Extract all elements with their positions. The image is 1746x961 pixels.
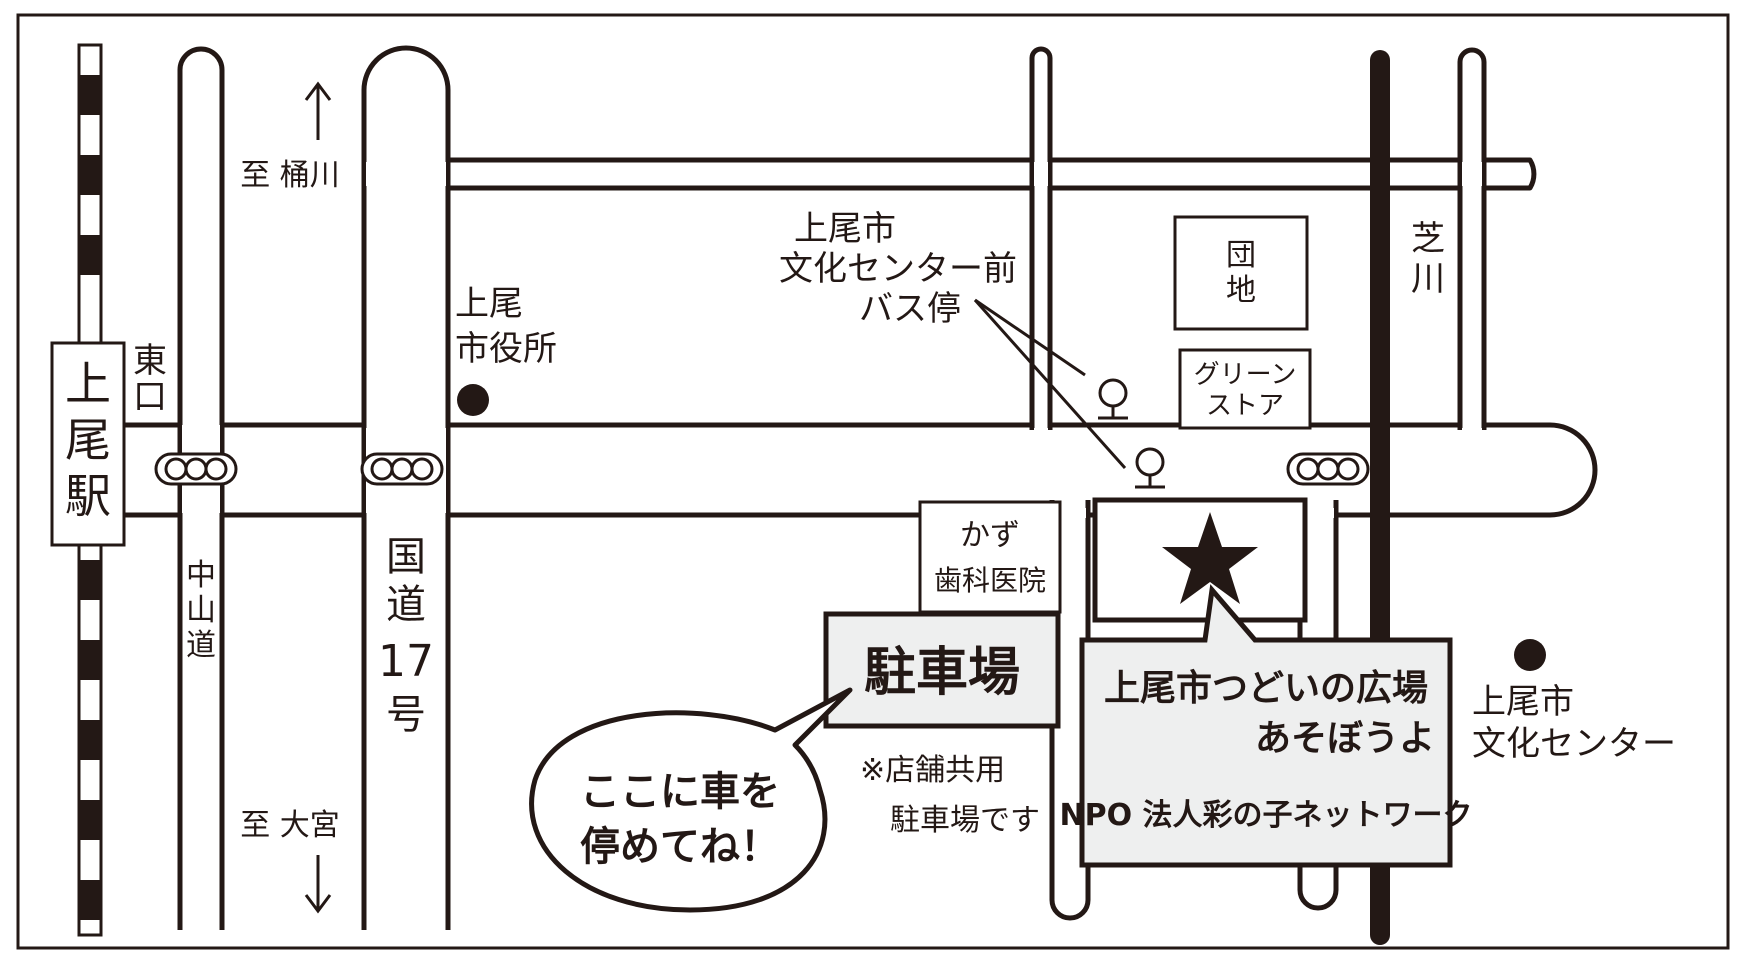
east-north-road — [1457, 47, 1487, 430]
kazu-dental-label-1: かず — [960, 518, 1020, 553]
green-store-label-1: グリーン — [1194, 360, 1297, 390]
bus-stop-icon — [1135, 447, 1165, 489]
speech-bubble — [529, 687, 853, 913]
bus-stop-label-1: 上尾市 — [794, 209, 896, 249]
traffic-signal-icon — [154, 452, 238, 486]
danchi-label-2: 地 — [1226, 273, 1256, 308]
ageo-station-label-3: 駅 — [65, 469, 111, 523]
ageo-station-box — [50, 341, 126, 547]
to-omiya-label: 至 大宮 — [240, 808, 340, 843]
nakasendo-label-1: 中 — [186, 558, 216, 593]
route17-label-4: 号 — [386, 692, 426, 738]
route17-label-2: 道 — [386, 582, 426, 628]
east-exit-label-1: 東 — [133, 341, 167, 381]
parking-label: 駐車場 — [864, 643, 1020, 703]
venue-organization: NPO 法人彩の子ネットワーク — [1059, 798, 1472, 833]
traffic-signal-icon — [1286, 452, 1370, 486]
danchi-label-1: 団 — [1226, 238, 1256, 273]
south-arrow-icon — [304, 855, 332, 914]
to-okegawa-label: 至 桶川 — [240, 158, 340, 193]
speech-bubble-text-2: 停めてね！ — [580, 824, 780, 870]
culture-center-label-1: 上尾市 — [1472, 682, 1574, 722]
route17-label-1: 国 — [386, 534, 426, 580]
shiba-river-label-1: 芝 — [1411, 219, 1445, 259]
parking-note-1: ※店舗共用 — [860, 753, 1005, 788]
star-icon — [1162, 512, 1258, 604]
venue-subname: あそぼうよ — [1255, 718, 1435, 759]
venue-callout-box — [1079, 584, 1453, 868]
parking-note-2: 駐車場です — [890, 803, 1040, 838]
traffic-signal-icon — [360, 452, 444, 486]
kazu-dental-label-2: 歯科医院 — [934, 564, 1046, 597]
landmark-dot-icon — [1514, 639, 1546, 671]
ageo-station-label-1: 上 — [65, 357, 111, 411]
bus-stop-leader-lines — [973, 298, 1127, 469]
landmark-dot-icon — [457, 384, 489, 416]
city-hall-label-2: 市役所 — [455, 329, 557, 369]
nakasendo-label-2: 山 — [186, 593, 216, 628]
bus-stop-label-2: 文化センター前 — [779, 249, 1017, 289]
culture-center-label-2: 文化センター — [1472, 724, 1676, 764]
north-side-road — [1029, 46, 1053, 430]
north-arrow-icon — [304, 81, 332, 140]
green-store-box — [1178, 348, 1312, 430]
bus-stop-icon — [1098, 378, 1128, 420]
venue-name: 上尾市つどいの広場 — [1104, 668, 1428, 709]
ageo-station-label-2: 尾 — [65, 413, 111, 467]
speech-bubble-text-1: ここに車を — [580, 769, 780, 815]
upper-east-west-road — [440, 157, 1537, 191]
bus-stop-label-3: バス停 — [859, 289, 961, 329]
east-exit-label-2: 口 — [133, 377, 167, 417]
route17-label-3: 17 — [378, 636, 434, 687]
danchi-box — [1173, 215, 1309, 331]
city-hall-label-1: 上尾 — [455, 284, 523, 324]
parking-box — [823, 611, 1061, 729]
shiba-river-label-2: 川 — [1411, 259, 1445, 299]
nakasendo-label-3: 道 — [186, 628, 216, 663]
green-store-label-2: ストア — [1206, 391, 1284, 421]
main-east-west-road — [115, 422, 1598, 518]
